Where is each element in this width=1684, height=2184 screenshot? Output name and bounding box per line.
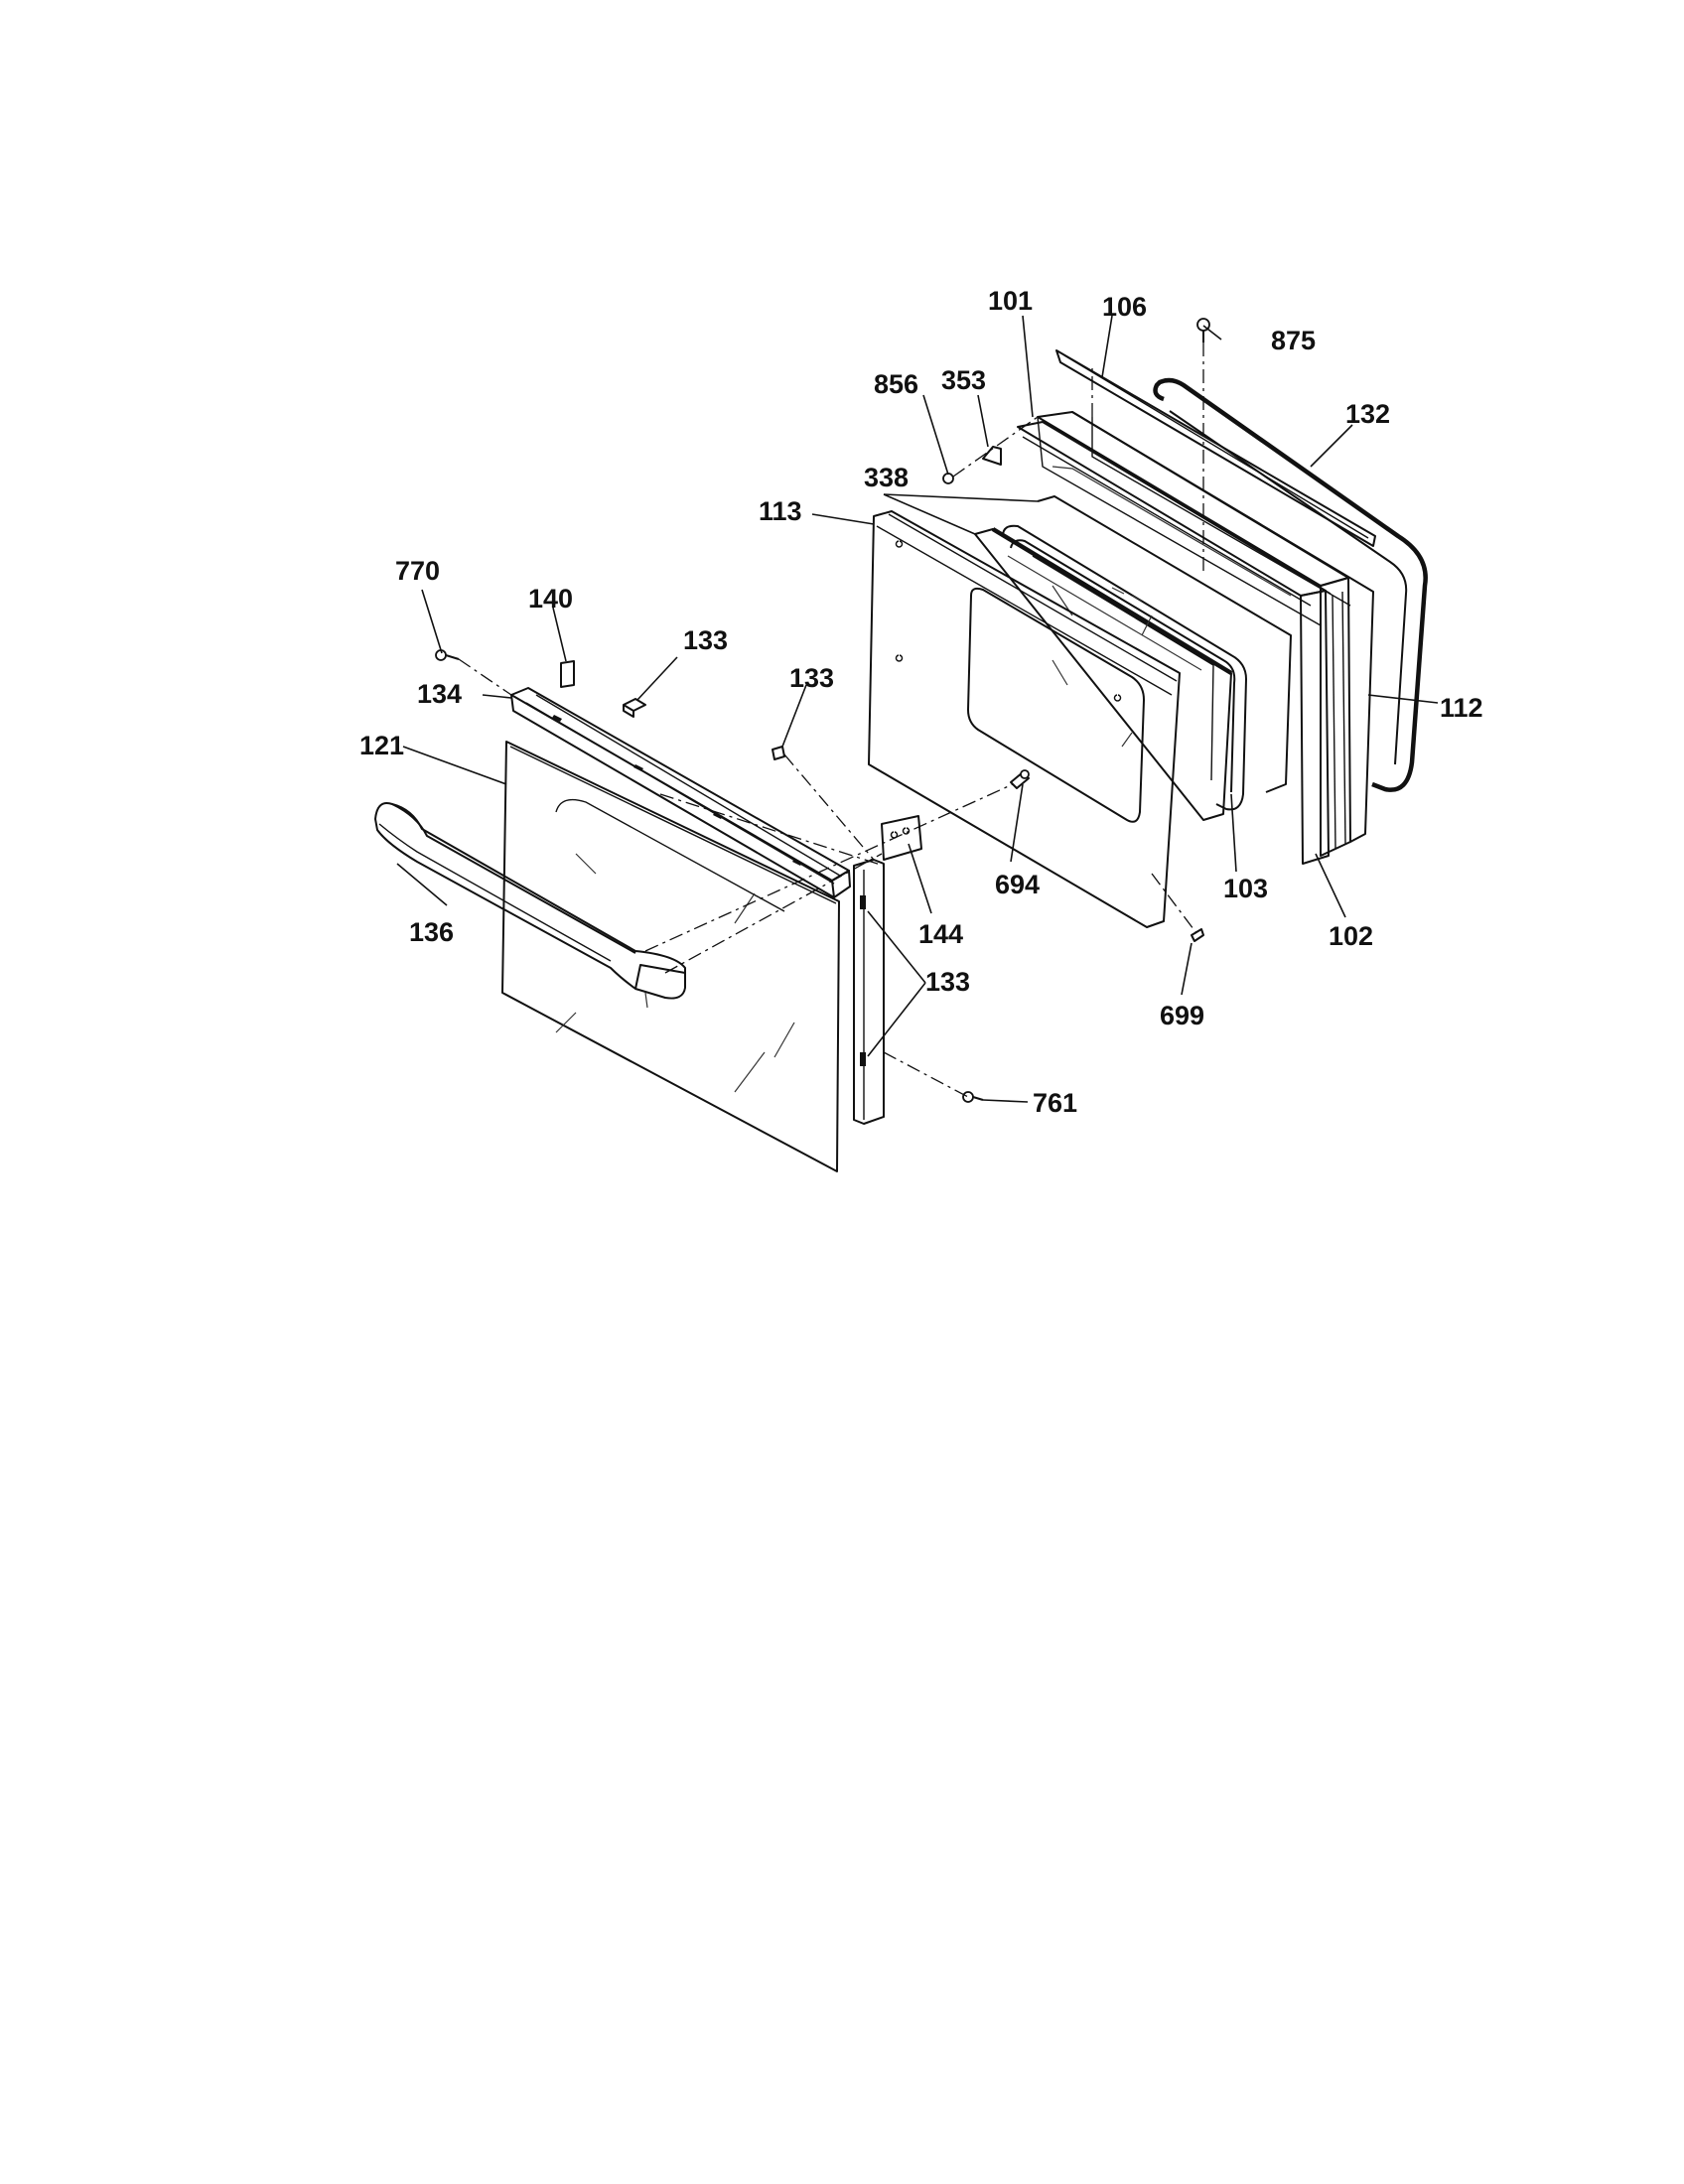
- callout-101: 101: [988, 286, 1033, 316]
- callout-144: 144: [918, 919, 963, 949]
- callout-labels: 101 106 875 132 856 353 338 113 112 770 …: [359, 286, 1483, 1118]
- inner-door-panel-113: [868, 510, 1181, 928]
- callout-133-top: 133: [683, 625, 728, 655]
- clip-133-top: [623, 698, 646, 718]
- callout-140: 140: [528, 584, 573, 614]
- callout-875: 875: [1271, 326, 1316, 355]
- hinge-bracket-144: [881, 815, 922, 861]
- callout-132: 132: [1345, 399, 1390, 429]
- callout-112: 112: [1440, 693, 1483, 723]
- callout-136: 136: [409, 917, 454, 947]
- callout-103: 103: [1223, 874, 1268, 903]
- callout-699: 699: [1160, 1001, 1204, 1030]
- clip-133-mid: [772, 746, 785, 760]
- callout-133-bottom: 133: [925, 967, 970, 997]
- callout-121: 121: [359, 731, 404, 760]
- callout-134: 134: [417, 679, 462, 709]
- callout-353: 353: [941, 365, 986, 395]
- door-handle-136: [374, 802, 686, 1000]
- callout-106: 106: [1102, 292, 1147, 322]
- screw-761: [962, 1091, 984, 1103]
- vent-clip-140: [560, 660, 575, 688]
- top-trim-106: [1055, 349, 1376, 547]
- outer-door-glass-121: [501, 741, 840, 1172]
- screw-699: [1191, 928, 1204, 942]
- screw-875: [1196, 318, 1210, 342]
- glass-panels-338: [974, 495, 1292, 821]
- callout-761: 761: [1033, 1088, 1077, 1118]
- side-trim-channel: [853, 859, 885, 1125]
- door-frame-102: [1017, 421, 1330, 865]
- callout-856: 856: [874, 369, 918, 399]
- callout-113: 113: [759, 496, 802, 526]
- leader-lines: [396, 315, 1439, 1103]
- callout-770: 770: [395, 556, 440, 586]
- callout-133-mid: 133: [789, 663, 834, 693]
- screw-856: [942, 473, 954, 484]
- callout-102: 102: [1329, 921, 1373, 951]
- inner-door-liner-101: [1037, 411, 1374, 857]
- door-gasket-132: [1153, 377, 1428, 792]
- bracket-353: [982, 446, 1002, 466]
- top-vent-trim-134: [510, 687, 851, 898]
- alignment-lines: [458, 342, 1204, 1098]
- callout-694: 694: [995, 870, 1040, 899]
- screw-694: [1010, 769, 1030, 789]
- screw-770: [435, 649, 460, 661]
- callout-338: 338: [864, 463, 909, 492]
